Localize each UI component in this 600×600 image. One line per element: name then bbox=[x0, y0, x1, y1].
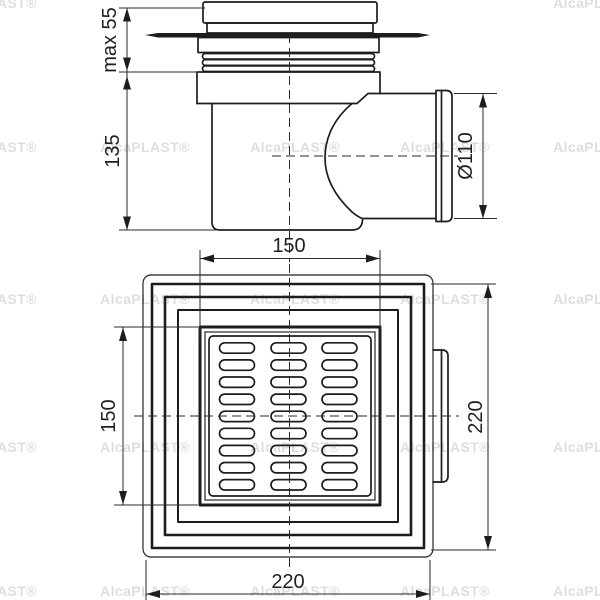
collar-outline bbox=[202, 1, 378, 24]
flange-plate bbox=[145, 33, 430, 38]
grate-slot bbox=[218, 427, 256, 440]
watermark-text: AlcaPLAST® bbox=[0, 0, 37, 11]
arrowhead-down-icon bbox=[479, 205, 487, 219]
pipe-socket-rim bbox=[435, 89, 453, 223]
arrowhead-down-icon bbox=[119, 491, 127, 505]
watermark-text: AlcaPLAST® bbox=[400, 291, 490, 307]
watermark-text: AlcaPLAST® bbox=[0, 583, 37, 599]
arrowhead-down-icon bbox=[123, 216, 131, 230]
watermark-text: AlcaPLAST® bbox=[400, 139, 490, 155]
collar-step bbox=[206, 22, 374, 34]
thread-ridge bbox=[201, 52, 376, 60]
grate-slot bbox=[270, 359, 307, 372]
watermark-text: AlcaPLAST® bbox=[250, 439, 340, 455]
dimension-grate-height: 150 bbox=[98, 326, 198, 506]
watermark-text: AlcaPLAST® bbox=[250, 583, 340, 599]
dimension-grate-width: 150 bbox=[199, 235, 381, 338]
dim-label-max-55: max 55 bbox=[99, 7, 121, 73]
watermark-text: AlcaPLAST® bbox=[553, 0, 600, 11]
grate-slot bbox=[321, 359, 358, 372]
grate-slot bbox=[270, 341, 307, 355]
dimension-outlet-diameter: Ø110 bbox=[454, 93, 497, 219]
arrowhead-left-icon bbox=[146, 590, 160, 598]
grate-slot bbox=[321, 461, 358, 474]
watermark-text: AlcaPLAST® bbox=[553, 439, 600, 455]
watermark-text: AlcaPLAST® bbox=[100, 291, 190, 307]
grate-slot bbox=[270, 461, 307, 474]
watermark-text: AlcaPLAST® bbox=[100, 439, 190, 455]
watermark-text: AlcaPLAST® bbox=[0, 439, 37, 455]
grate-slot bbox=[218, 478, 256, 491]
arrowhead-right-icon bbox=[416, 590, 430, 598]
grate-slot bbox=[218, 341, 256, 355]
grate-slot bbox=[321, 341, 358, 355]
grate-slot bbox=[218, 444, 256, 457]
dim-label-135: 135 bbox=[102, 134, 124, 167]
grate-slot bbox=[270, 427, 307, 440]
arrowhead-up-icon bbox=[479, 94, 487, 108]
arrowhead-up-icon bbox=[123, 76, 131, 90]
watermark-text: AlcaPLAST® bbox=[100, 139, 190, 155]
grate-slot-grid bbox=[218, 341, 358, 491]
dim-label-150-left: 150 bbox=[98, 399, 120, 432]
upper-body bbox=[196, 71, 381, 105]
side-view: max 55 135 Ø110 bbox=[99, 1, 497, 262]
watermark-text: AlcaPLAST® bbox=[553, 291, 600, 307]
thread-ridge bbox=[201, 58, 376, 67]
watermark-text: AlcaPLAST® bbox=[553, 139, 600, 155]
watermark-text: AlcaPLAST® bbox=[0, 291, 37, 307]
watermark-text: AlcaPLAST® bbox=[553, 583, 600, 599]
grate-slot bbox=[321, 478, 358, 491]
upper-body-outline bbox=[196, 71, 381, 105]
watermark-text: AlcaPLAST® bbox=[250, 139, 340, 155]
grate-slot bbox=[270, 376, 307, 389]
grate-slot bbox=[270, 478, 307, 491]
upper-body-bottom bbox=[196, 92, 369, 105]
arrowhead-up-icon bbox=[484, 284, 492, 298]
arrowhead-up-icon bbox=[119, 327, 127, 341]
body-outline bbox=[211, 102, 364, 231]
watermark-text: AlcaPLAST® bbox=[400, 439, 490, 455]
dim-label-220-right: 220 bbox=[465, 400, 487, 433]
clamping-ring bbox=[197, 36, 380, 54]
grate-slot bbox=[218, 376, 256, 389]
grate-slot bbox=[270, 444, 307, 457]
arrowhead-up-icon bbox=[123, 8, 131, 22]
dimension-height: max 55 135 bbox=[99, 7, 282, 231]
grate-slot bbox=[270, 393, 307, 406]
dim-label-o110: Ø110 bbox=[455, 132, 477, 179]
plan-view: 150 150 220 220 bbox=[98, 235, 496, 600]
grate-slot bbox=[321, 427, 358, 440]
arrowhead-left-icon bbox=[200, 254, 214, 263]
grate-slot bbox=[321, 393, 358, 406]
arrowhead-right-icon bbox=[366, 254, 380, 263]
watermark-text: AlcaPLAST® bbox=[250, 291, 340, 307]
dimension-body-width: 220 bbox=[145, 560, 431, 600]
dim-label-220-bottom: 220 bbox=[271, 571, 304, 593]
grate-slot bbox=[321, 444, 358, 457]
grate-slot bbox=[218, 359, 256, 372]
dim-label-150-top: 150 bbox=[272, 235, 305, 257]
grate-slot bbox=[218, 393, 256, 406]
watermark-text: AlcaPLAST® bbox=[100, 583, 190, 599]
thread-ridge bbox=[201, 65, 376, 73]
grate-slot bbox=[321, 376, 358, 389]
grate-slot bbox=[218, 461, 256, 474]
arrowhead-down-icon bbox=[123, 57, 131, 71]
thread-section bbox=[201, 52, 376, 73]
watermark-text: AlcaPLAST® bbox=[0, 139, 37, 155]
dimension-body-depth: 220 bbox=[431, 283, 496, 551]
watermark-text: AlcaPLAST® bbox=[400, 583, 490, 599]
arrowhead-down-icon bbox=[484, 536, 492, 550]
